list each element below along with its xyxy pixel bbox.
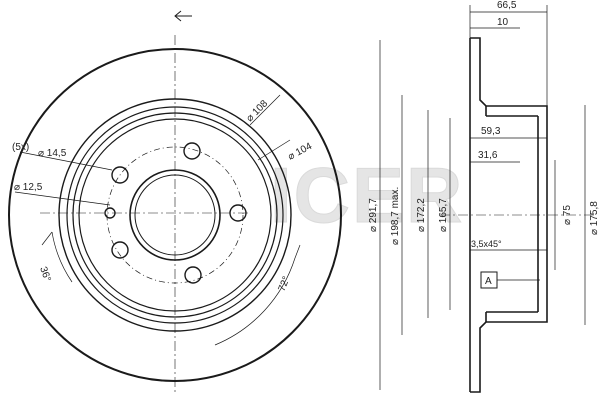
- label-datum: A: [485, 276, 492, 287]
- angle-36-arc: [51, 231, 73, 283]
- label-thickness: 10: [497, 17, 509, 28]
- label-hat-depth: 59,3: [481, 126, 501, 137]
- dimension-lines-horizontal: [469, 5, 548, 251]
- bolt-hole: [184, 266, 202, 284]
- bolt-hole: [183, 142, 201, 160]
- leader-104: [257, 139, 291, 161]
- label-width-total: 66,5: [497, 0, 517, 11]
- watermark-logo: ICER: [270, 151, 464, 240]
- leader-bore: [14, 191, 111, 206]
- disc-profile: [469, 37, 548, 393]
- leader-108: [249, 94, 281, 126]
- label-hole-diameter: ⌀ 14,5: [38, 148, 67, 159]
- angle-72-leader: [294, 244, 301, 259]
- label-diameter-108: ⌀ 108: [244, 98, 270, 124]
- bolt-hole: [111, 166, 129, 184]
- label-hole-pattern: (5x): [12, 142, 29, 153]
- profile-top: [470, 37, 548, 150]
- label-angle-36: 36°: [37, 265, 53, 283]
- side-view: [379, 5, 595, 393]
- leader-hole: [19, 151, 113, 171]
- label-dia-max: ⌀ 198,7 max.: [390, 187, 401, 245]
- angle-72-arc: [214, 257, 296, 346]
- label-center-bore: ⌀ 12,5: [14, 182, 43, 193]
- label-angle-72: 72°: [277, 275, 293, 293]
- profile-bottom: [470, 280, 548, 393]
- label-dia-75: ⌀ 75: [562, 205, 573, 225]
- leader-lines: [14, 94, 301, 346]
- section-arrow: [174, 10, 192, 22]
- center-lines: [40, 35, 250, 395]
- section-arrow-head: [174, 10, 182, 22]
- front-view: [8, 10, 342, 395]
- label-chamfer: 3,5x45°: [471, 239, 502, 249]
- label-dia-175: ⌀ 175,8: [589, 201, 600, 235]
- angle-36-leader: [41, 231, 53, 246]
- bolt-hole: [111, 241, 129, 259]
- label-dia-outer: ⌀ 291,7: [368, 198, 379, 232]
- watermark-text: ICER: [270, 151, 464, 239]
- label-inner-depth: 31,6: [478, 150, 498, 161]
- label-dia-172: ⌀ 172,2: [416, 198, 427, 232]
- dimension-lines-vertical: [379, 40, 586, 390]
- label-dia-165: ⌀ 165,7: [438, 198, 449, 232]
